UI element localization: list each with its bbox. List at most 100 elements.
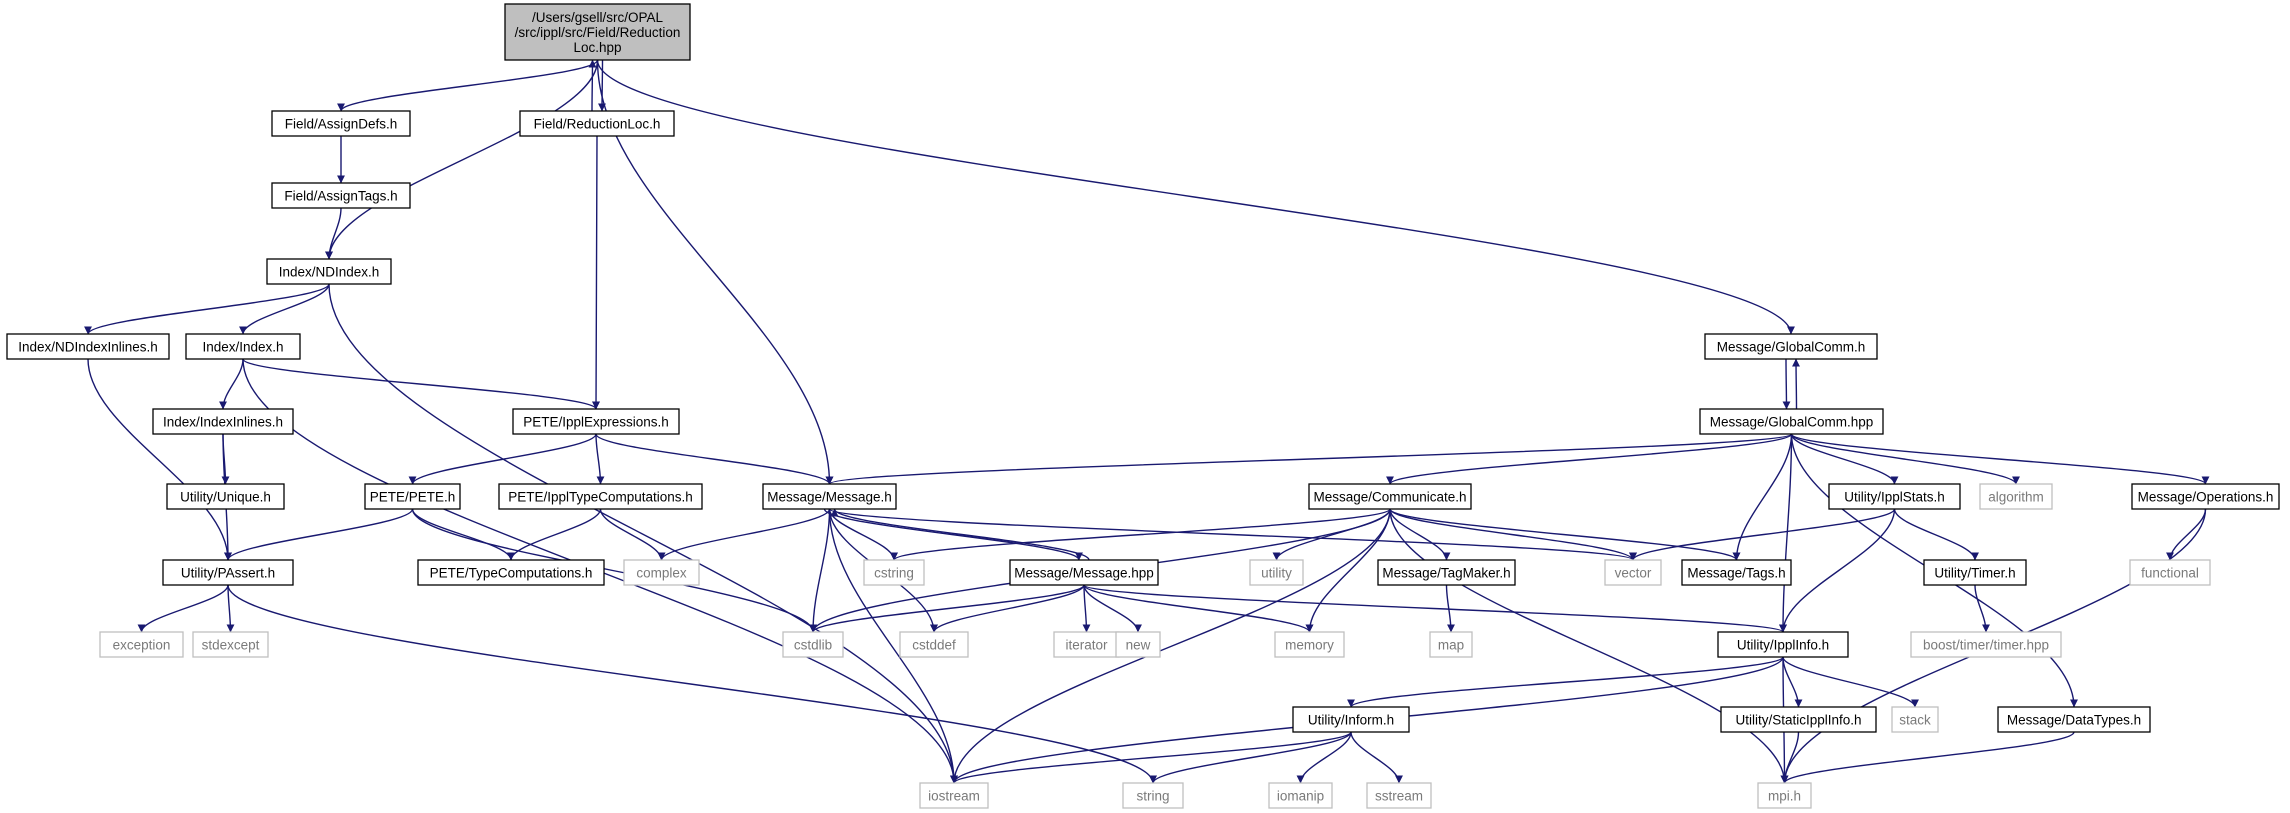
edge-inform-to-iostream (950, 731, 1352, 784)
node-ndindex[interactable]: Index/NDIndex.h (266, 258, 392, 285)
node-box (364, 483, 461, 510)
edge-message-h-to-complex (657, 508, 831, 561)
edge-communicate-to-memory (1305, 508, 1391, 633)
node-inform[interactable]: Utility/Inform.h (1292, 706, 1410, 733)
node-unique[interactable]: Utility/Unique.h (166, 483, 285, 510)
node-label: Message/DataTypes.h (2007, 713, 2141, 728)
edge-path (1782, 656, 1919, 708)
edge-path (1779, 508, 1896, 633)
edge-path (1389, 508, 1451, 561)
node-message-h[interactable]: Message/Message.h (762, 483, 897, 510)
edge-operations-to-functional (2166, 508, 2207, 561)
node-communicate[interactable]: Message/Communicate.h (1308, 483, 1472, 510)
edge-ipplinfo-to-stack (1782, 656, 1919, 708)
node-mpi: mpi.h (1757, 782, 1812, 809)
node-box (1704, 333, 1878, 360)
node-label: PETE/IpplExpressions.h (523, 415, 669, 430)
node-box (166, 483, 285, 510)
node-tags[interactable]: Message/Tags.h (1681, 559, 1792, 586)
edge-ipplexpr-to-ippltypecomp (595, 433, 605, 485)
node-typecomp[interactable]: PETE/TypeComputations.h (417, 559, 605, 586)
node-label: Index/IndexInlines.h (163, 415, 283, 430)
edge-path (1974, 584, 1990, 633)
node-reductionloc-h[interactable]: Field/ReductionLoc.h (519, 110, 675, 137)
edge-path (1389, 508, 1741, 561)
edge-reductionloc-h-to-root (588, 59, 597, 112)
edge-ipplstats-to-vector (1629, 508, 1896, 561)
node-ippltypecomp[interactable]: PETE/IpplTypeComputations.h (498, 483, 703, 510)
edge-path (242, 358, 600, 410)
edge-path (828, 508, 958, 784)
node-ipplstats[interactable]: Utility/IpplStats.h (1828, 483, 1961, 510)
node-box (1249, 559, 1304, 586)
node-label: memory (1285, 638, 1334, 653)
edge-ndindexinlines-to-passert (87, 358, 232, 561)
node-tagmaker[interactable]: Message/TagMaker.h (1377, 559, 1516, 586)
node-box (762, 483, 897, 510)
node-datatypes[interactable]: Message/DataTypes.h (1997, 706, 2151, 733)
edge-root-to-globalcomm-h (596, 59, 1795, 335)
edge-staticipplinfo-to-mpi (1780, 731, 1800, 784)
node-pete[interactable]: PETE/PETE.h (364, 483, 461, 510)
node-staticipplinfo[interactable]: Utility/StaticIpplInfo.h (1720, 706, 1877, 733)
edge-path (337, 59, 599, 112)
node-assigndefs[interactable]: Field/AssignDefs.h (271, 110, 411, 137)
node-boosttimer: boost/timer/timer.hpp (1910, 631, 2062, 658)
edge-message-hpp-to-new (1083, 584, 1142, 633)
node-ipplexpr[interactable]: PETE/IpplExpressions.h (512, 408, 680, 435)
edge-path (930, 584, 1085, 633)
node-iostream: iostream (919, 782, 989, 809)
node-label: iterator (1065, 638, 1108, 653)
node-box (512, 408, 680, 435)
node-stack: stack (1891, 706, 1939, 733)
edge-path (598, 59, 607, 112)
edge-ipplexpr-to-pete (408, 433, 597, 485)
edge-path (890, 508, 1391, 561)
node-label: exception (113, 638, 171, 653)
edge-path (657, 508, 831, 561)
edge-message-h-to-vector (828, 508, 1637, 561)
node-box (2129, 559, 2211, 586)
node-box (1891, 706, 1939, 733)
edge-path (828, 508, 1637, 561)
edge-path (328, 283, 958, 784)
node-box (1377, 559, 1516, 586)
edge-path (1389, 508, 1637, 561)
node-complex: complex (623, 559, 700, 586)
node-ipplinfo[interactable]: Utility/IpplInfo.h (1717, 631, 1849, 658)
node-operations[interactable]: Message/Operations.h (2131, 483, 2280, 510)
edge-communicate-to-vector (1389, 508, 1637, 561)
node-globalcomm-hpp[interactable]: Message/GlobalComm.hpp (1699, 408, 1884, 435)
edge-pete-to-passert (224, 508, 414, 561)
node-label: Utility/Inform.h (1308, 713, 1394, 728)
edge-root-to-assigndefs (337, 59, 599, 112)
edge-path (1792, 358, 1801, 410)
node-box (1604, 559, 1662, 586)
node-label: Index/NDIndex.h (279, 265, 380, 280)
node-ndindexinlines[interactable]: Index/NDIndexInlines.h (6, 333, 170, 360)
edge-communicate-to-iostream (950, 508, 1391, 784)
node-box (1720, 706, 1877, 733)
node-box (504, 3, 691, 61)
node-root[interactable]: /Users/gsell/src/OPAL/src/ippl/src/Field… (504, 3, 691, 61)
node-indexinlines[interactable]: Index/IndexInlines.h (152, 408, 294, 435)
edge-path (1790, 433, 2210, 485)
edge-path (1149, 731, 1352, 784)
node-assigntags[interactable]: Field/AssignTags.h (271, 182, 411, 209)
edge-globalcomm-hpp-to-globalcomm-h (1792, 358, 1801, 410)
node-passert[interactable]: Utility/PAssert.h (162, 559, 294, 586)
node-box (1268, 782, 1333, 809)
edge-path (325, 207, 342, 260)
edge-path (1790, 433, 1899, 485)
edge-path (830, 508, 1090, 561)
node-globalcomm-h[interactable]: Message/GlobalComm.h (1704, 333, 1878, 360)
node-message-hpp[interactable]: Message/Message.hpp (1009, 559, 1159, 586)
node-box (1122, 782, 1184, 809)
node-index[interactable]: Index/Index.h (185, 333, 301, 360)
node-timer-h[interactable]: Utility/Timer.h (1923, 559, 2027, 586)
node-label: Index/NDIndexInlines.h (18, 340, 158, 355)
node-cstddef: cstddef (899, 631, 969, 658)
node-iterator: iterator (1053, 631, 1120, 658)
node-box (863, 559, 925, 586)
edge-message-hpp-to-cstdlib (809, 584, 1085, 633)
